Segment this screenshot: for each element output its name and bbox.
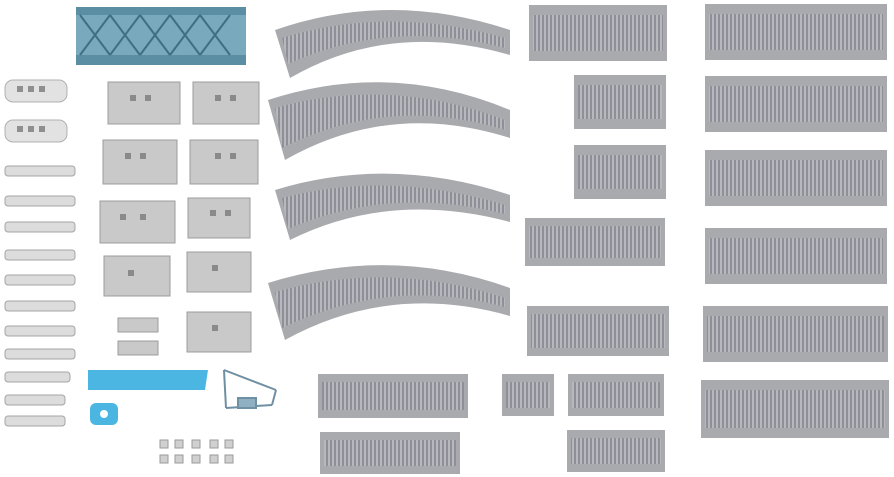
truss-bridge xyxy=(76,7,246,65)
blue-track-tool xyxy=(90,403,118,425)
white-end-caps xyxy=(4,79,68,143)
blue-rerailer-strip xyxy=(88,370,208,390)
catenary-frame xyxy=(223,369,277,409)
abutment-piers xyxy=(99,81,260,356)
small-screws-and-clips xyxy=(159,439,234,464)
track-joiner-clips xyxy=(4,165,76,427)
double-track-straight-sections xyxy=(318,5,669,474)
double-track-curved-sections xyxy=(268,10,510,340)
viaduct-straight-sections xyxy=(701,4,889,438)
